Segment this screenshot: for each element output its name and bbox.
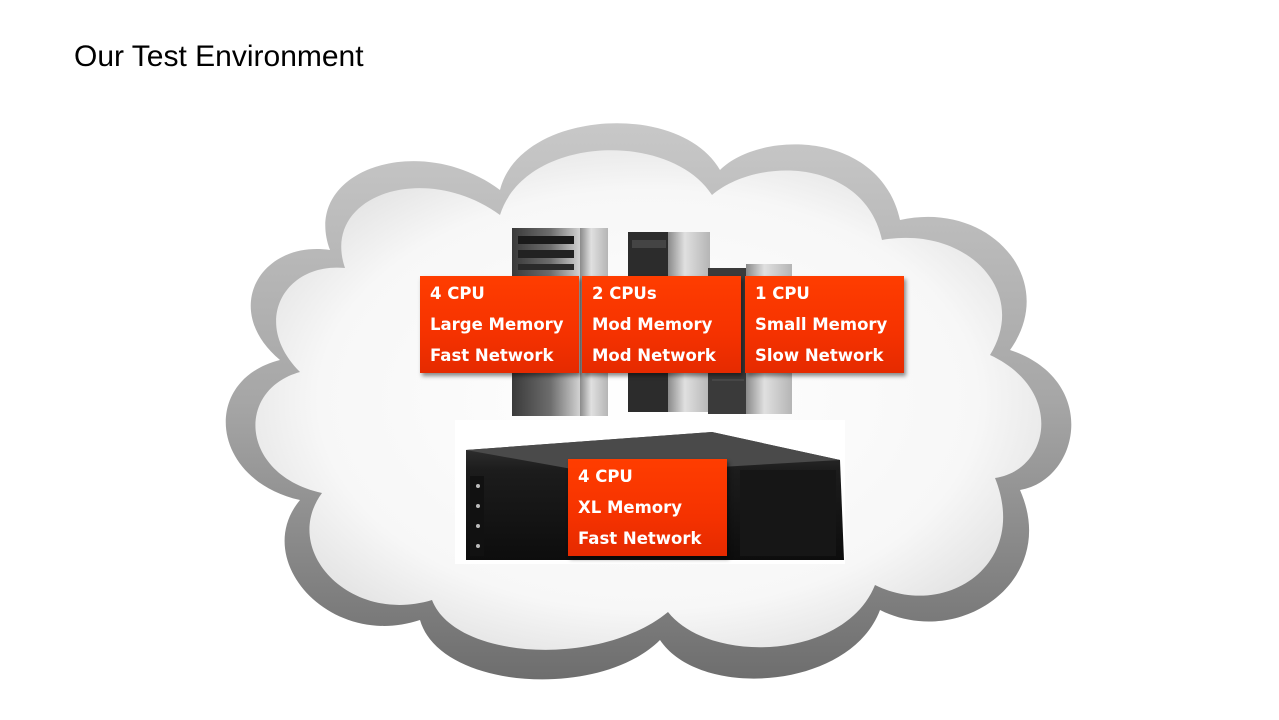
slide-title: Our Test Environment (74, 40, 364, 73)
memory-spec: Mod Memory (592, 315, 713, 334)
network-spec: Slow Network (755, 346, 884, 365)
network-spec: Mod Network (592, 346, 716, 365)
cpu-spec: 1 CPU (755, 284, 810, 303)
cpu-spec: 4 CPU (430, 284, 485, 303)
memory-spec: Large Memory (430, 315, 564, 334)
server-spec-label-3: 1 CPU Small Memory Slow Network (745, 276, 904, 373)
network-spec: Fast Network (430, 346, 554, 365)
server-spec-label-2: 2 CPUs Mod Memory Mod Network (582, 276, 741, 373)
network-spec: Fast Network (578, 529, 702, 548)
server-spec-label-1: 4 CPU Large Memory Fast Network (420, 276, 579, 373)
memory-spec: Small Memory (755, 315, 888, 334)
server-spec-label-4: 4 CPU XL Memory Fast Network (568, 459, 727, 556)
cpu-spec: 2 CPUs (592, 284, 657, 303)
memory-spec: XL Memory (578, 498, 683, 517)
cpu-spec: 4 CPU (578, 467, 633, 486)
